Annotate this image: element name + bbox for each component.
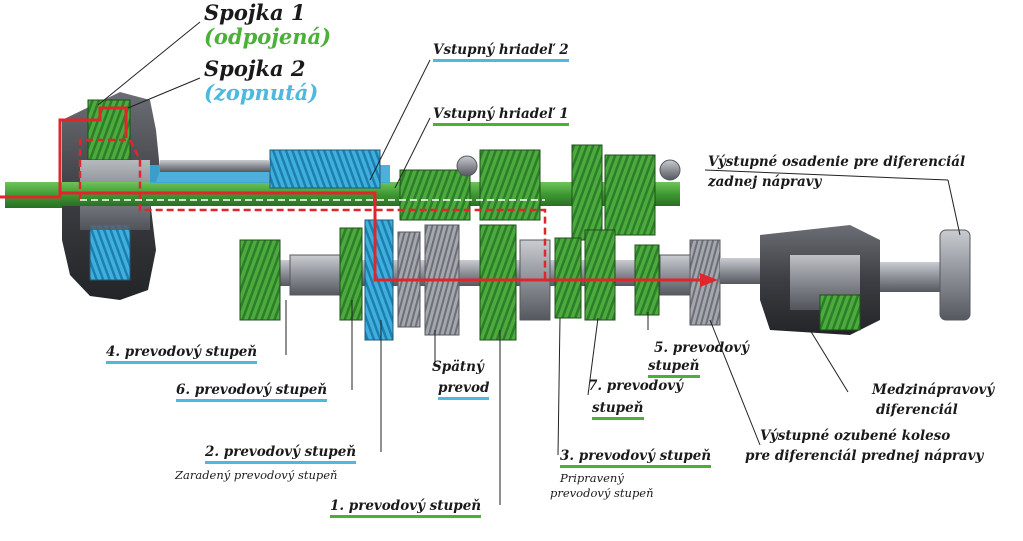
clutch-2-pack [89, 224, 131, 281]
clutch-1-pack [87, 99, 131, 161]
center-diff-label-line2: diferenciál [876, 402, 958, 418]
clutch-1-title: Spojka 1 [204, 0, 306, 25]
rear-output-label-line1: Výstupné osadenie pre diferenciál [708, 154, 966, 170]
gear-4-label: 4. prevodový stupeň [106, 344, 258, 364]
gear-2-label: 2. prevodový stupeň [205, 444, 357, 464]
clutch-2-state: (zopnutá) [204, 80, 319, 105]
power-flow-path [0, 106, 718, 287]
gear-5-label-line1: 5. prevodový [654, 340, 749, 356]
reverse-label-line2: prevod [438, 380, 490, 400]
front-output-label-line1: Výstupné ozubené koleso [760, 428, 951, 444]
gear-6-label: 6. prevodový stupeň [176, 382, 328, 402]
gear-7-label-line2: stupeň [592, 400, 644, 420]
rear-output-flange [939, 229, 971, 321]
leader-lines [97, 21, 961, 505]
gear-7-label-line1: 7. prevodový [588, 378, 683, 394]
input-stub-shaft [5, 182, 65, 208]
input-shaft-1-label: Vstupný hriadeľ 1 [433, 106, 569, 126]
gear-7-lower [584, 229, 616, 321]
front-output-label-line2: pre diferenciál prednej nápravy [745, 448, 984, 464]
gear-4-lower [239, 239, 281, 321]
gear-1-label: 1. prevodový stupeň [330, 498, 482, 518]
gear-5-label-line2: stupeň [648, 358, 700, 378]
gear-3-note-line1: Pripravený [560, 471, 624, 485]
clutch-2-title: Spojka 2 [204, 56, 306, 81]
gear-6-lower [339, 227, 363, 321]
input-shaft-2-label: Vstupný hriadeľ 2 [433, 42, 569, 62]
rear-output-label-line2: zadnej nápravy [708, 174, 822, 190]
gear-3-upper [571, 144, 603, 241]
gear-3-label: 3. prevodový stupeň [560, 448, 712, 468]
reverse-label-line1: Spätný [432, 359, 484, 375]
gear-3-note-line2: prevodový stupeň [550, 486, 654, 500]
gear-1-lower [479, 224, 517, 341]
gear-3-lower [554, 237, 582, 319]
clutch-1-state: (odpojená) [204, 24, 332, 49]
gear-2-note: Zaradený prevodový stupeň [175, 468, 338, 482]
center-diff-label-line1: Medzinápravový [872, 382, 995, 398]
